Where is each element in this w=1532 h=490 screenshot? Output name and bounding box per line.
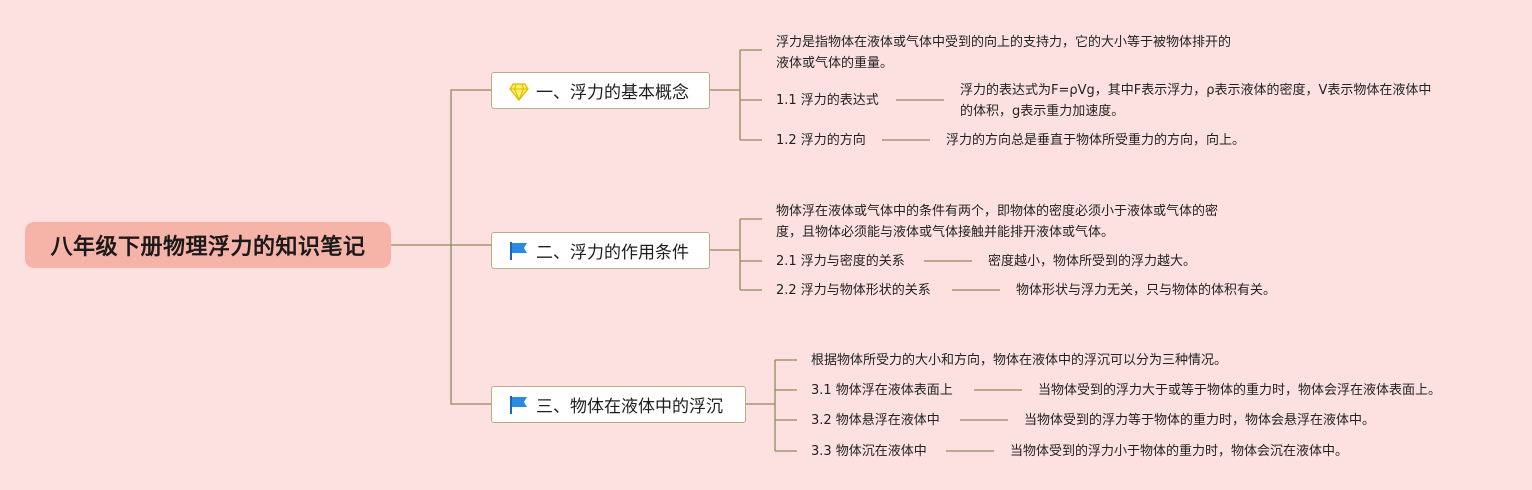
branch-2-summary-line-2: 度，且物体必须能与液体或气体接触并能排开液体或气体。 (776, 225, 1115, 240)
subtopic-2-2-detail[interactable]: 物体形状与浮力无关，只与物体的体积有关。 (1016, 280, 1276, 301)
branch-3-summary-line-1: 根据物体所受力的大小和方向，物体在液体中的浮沉可以分为三种情况。 (811, 353, 1228, 368)
subtopic-3-1-label: 3.1 物体浮在液体表面上 (811, 383, 953, 398)
subtopic-2-1[interactable]: 2.1 浮力与密度的关系 (776, 251, 905, 272)
subtopic-2-2-detail-line-1: 物体形状与浮力无关，只与物体的体积有关。 (1016, 283, 1277, 298)
branch-topic-1[interactable]: 一、浮力的基本概念 (491, 72, 710, 109)
branch-topic-3-label: 三、物体在液体中的浮沉 (536, 397, 723, 417)
diamond-icon (508, 80, 530, 102)
branch-2-summary-line-1: 物体浮在液体或气体中的条件有两个，即物体的密度必须小于液体或气体的密 (776, 204, 1219, 219)
subtopic-3-1-detail[interactable]: 当物体受到的浮力大于或等于物体的重力时，物体会浮在液体表面上。 (1038, 380, 1441, 401)
branch-1-summary[interactable]: 浮力是指物体在液体或气体中受到的向上的支持力，它的大小等于被物体排开的 液体或气… (776, 32, 1231, 74)
subtopic-1-2-detail-line-1: 浮力的方向总是垂直于物体所受重力的方向，向上。 (946, 133, 1246, 148)
subtopic-1-1-label: 1.1 浮力的表达式 (776, 93, 879, 108)
subtopic-3-2[interactable]: 3.2 物体悬浮在液体中 (811, 410, 940, 431)
subtopic-3-3-label: 3.3 物体沉在液体中 (811, 444, 927, 459)
subtopic-3-2-detail-line-1: 当物体受到的浮力等于物体的重力时，物体会悬浮在液体中。 (1024, 413, 1376, 428)
subtopic-2-1-label: 2.1 浮力与密度的关系 (776, 254, 905, 269)
subtopic-1-2[interactable]: 1.2 浮力的方向 (776, 130, 866, 151)
subtopic-1-1[interactable]: 1.1 浮力的表达式 (776, 90, 879, 111)
subtopic-3-1-detail-line-1: 当物体受到的浮力大于或等于物体的重力时，物体会浮在液体表面上。 (1038, 383, 1442, 398)
root-topic[interactable]: 八年级下册物理浮力的知识笔记 (25, 222, 391, 268)
subtopic-2-1-detail[interactable]: 密度越小，物体所受到的浮力越大。 (988, 251, 1196, 272)
subtopic-3-3-detail-line-1: 当物体受到的浮力小于物体的重力时，物体会沉在液体中。 (1010, 444, 1349, 459)
branch-2-summary[interactable]: 物体浮在液体或气体中的条件有两个，即物体的密度必须小于液体或气体的密 度，且物体… (776, 201, 1218, 243)
subtopic-1-2-detail[interactable]: 浮力的方向总是垂直于物体所受重力的方向，向上。 (946, 130, 1245, 151)
subtopic-1-1-detail-line-1: 浮力的表达式为F=ρVg，其中F表示浮力，ρ表示液体的密度，V表示物体在液体中 (960, 83, 1432, 98)
subtopic-3-2-label: 3.2 物体悬浮在液体中 (811, 413, 940, 428)
root-topic-label: 八年级下册物理浮力的知识笔记 (50, 235, 366, 260)
subtopic-2-2[interactable]: 2.2 浮力与物体形状的关系 (776, 280, 931, 301)
connector-b3-bus (746, 360, 776, 451)
branch-topic-2[interactable]: 二、浮力的作用条件 (491, 232, 710, 269)
connector-root-branch-1 (391, 89, 491, 246)
subtopic-2-1-detail-line-1: 密度越小，物体所受到的浮力越大。 (988, 254, 1197, 269)
subtopic-1-2-label: 1.2 浮力的方向 (776, 133, 866, 148)
subtopic-3-2-detail[interactable]: 当物体受到的浮力等于物体的重力时，物体会悬浮在液体中。 (1024, 410, 1375, 431)
branch-1-summary-line-2: 液体或气体的重量。 (776, 56, 894, 71)
flag-icon (508, 240, 530, 262)
connector-b1-bus (710, 50, 741, 140)
subtopic-1-1-detail-line-2: 的体积，g表示重力加速度。 (960, 104, 1125, 119)
subtopic-3-3-detail[interactable]: 当物体受到的浮力小于物体的重力时，物体会沉在液体中。 (1010, 441, 1348, 462)
subtopic-3-3[interactable]: 3.3 物体沉在液体中 (811, 441, 927, 462)
subtopic-2-2-label: 2.2 浮力与物体形状的关系 (776, 283, 931, 298)
branch-topic-1-label: 一、浮力的基本概念 (536, 83, 689, 103)
flag-icon (508, 394, 530, 416)
subtopic-1-1-detail[interactable]: 浮力的表达式为F=ρVg，其中F表示浮力，ρ表示液体的密度，V表示物体在液体中 … (960, 80, 1431, 122)
branch-3-summary[interactable]: 根据物体所受力的大小和方向，物体在液体中的浮沉可以分为三种情况。 (811, 350, 1227, 371)
subtopic-3-1[interactable]: 3.1 物体浮在液体表面上 (811, 380, 953, 401)
connector-root-branch-3 (450, 245, 491, 405)
branch-1-summary-line-1: 浮力是指物体在液体或气体中受到的向上的支持力，它的大小等于被物体排开的 (776, 35, 1232, 50)
connector-b2-bus (710, 219, 741, 290)
branch-topic-2-label: 二、浮力的作用条件 (536, 243, 689, 263)
branch-topic-3[interactable]: 三、物体在液体中的浮沉 (491, 386, 746, 423)
